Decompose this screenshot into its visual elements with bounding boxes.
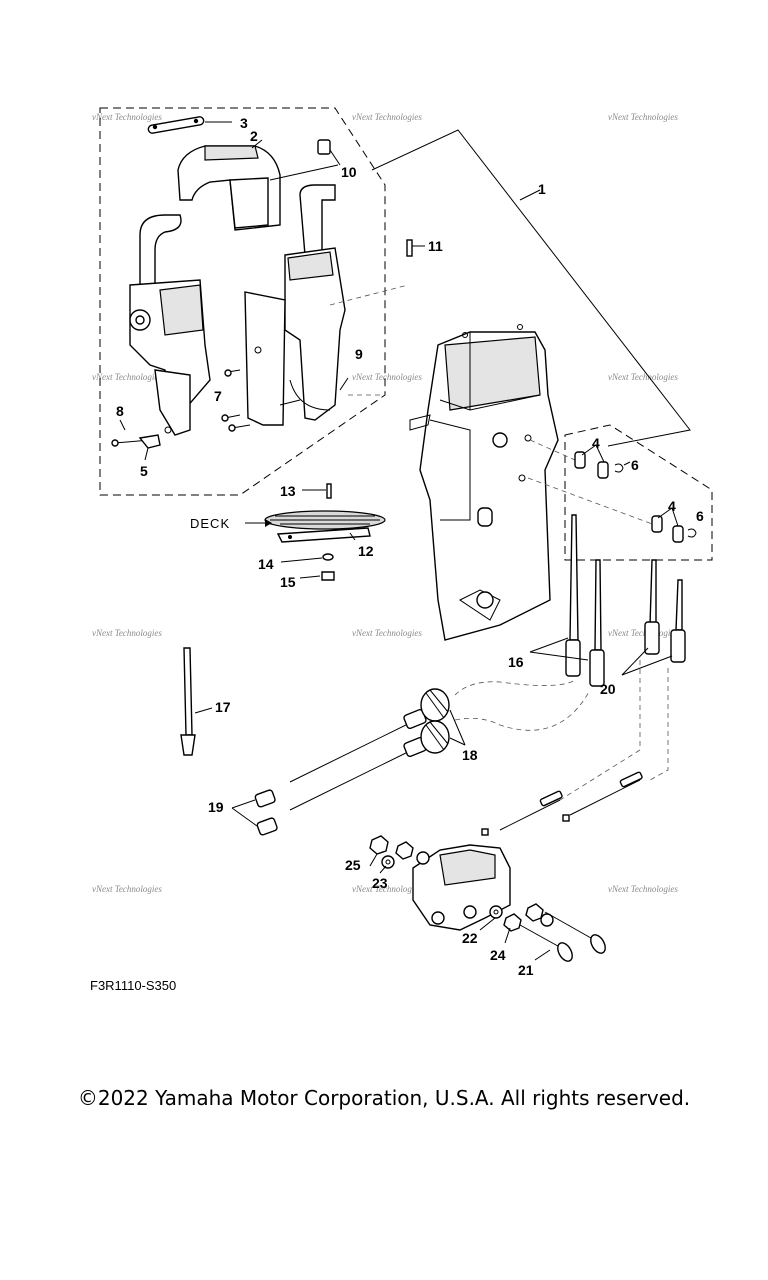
callout-21: 21 <box>518 962 534 978</box>
watermark-layer: vNext Technologies vNext Technologies vN… <box>92 112 678 894</box>
callout-labels: 1 2 3 4 4 5 6 6 7 8 9 10 11 12 13 14 15 … <box>116 115 704 978</box>
cable-ends-20 <box>621 559 686 676</box>
cable-ends-16 <box>529 514 605 687</box>
watermark: vNext Technologies <box>608 112 678 122</box>
callout-8: 8 <box>116 403 124 419</box>
watermark: vNext Technologies <box>608 372 678 382</box>
watermark: vNext Technologies <box>92 884 162 894</box>
callout-5: 5 <box>140 463 148 479</box>
push-pull-cables <box>289 688 643 836</box>
deck-label: DECK <box>190 516 230 531</box>
callout-16: 16 <box>508 654 524 670</box>
callout-13: 13 <box>280 483 296 499</box>
mount-bracket-assembly <box>369 835 606 962</box>
diagram-code: F3R1110-S350 <box>90 978 176 993</box>
callout-18: 18 <box>462 747 478 763</box>
deck-mount-parts <box>245 483 386 581</box>
callout-9: 9 <box>355 346 363 362</box>
sleeve-parts <box>231 789 278 836</box>
callout-6: 6 <box>696 508 704 524</box>
group-outline-control <box>99 107 386 496</box>
callout-6: 6 <box>631 457 639 473</box>
watermark: vNext Technologies <box>352 372 422 382</box>
callout-7: 7 <box>214 388 222 404</box>
callout-14: 14 <box>258 556 274 572</box>
watermark: vNext Technologies <box>92 628 162 638</box>
callout-4: 4 <box>592 435 600 451</box>
callout-3: 3 <box>240 115 248 131</box>
watermark: vNext Technologies <box>352 628 422 638</box>
callout-15: 15 <box>280 574 296 590</box>
binnacle-housing <box>409 324 559 641</box>
screw-parts <box>111 369 251 461</box>
callout-4: 4 <box>668 498 676 514</box>
callout-19: 19 <box>208 799 224 815</box>
watermark: vNext Technologies <box>608 884 678 894</box>
callout-20: 20 <box>600 681 616 697</box>
callout-23: 23 <box>372 875 388 891</box>
cover-part <box>177 139 281 231</box>
cap-part <box>269 139 341 181</box>
callout-24: 24 <box>490 947 506 963</box>
watermark: vNext Technologies <box>92 372 162 382</box>
callout-22: 22 <box>462 930 478 946</box>
pin-part <box>406 239 425 257</box>
watermark: vNext Technologies <box>608 628 678 638</box>
callout-11: 11 <box>428 238 443 254</box>
callout-12: 12 <box>358 543 374 559</box>
watermark: vNext Technologies <box>92 112 162 122</box>
callout-2: 2 <box>250 128 258 144</box>
callout-25: 25 <box>345 857 361 873</box>
right-lever-housing <box>244 184 346 426</box>
rod-end-parts <box>574 444 697 543</box>
left-lever-housing <box>129 214 211 436</box>
leader-1 <box>371 129 691 447</box>
watermark: vNext Technologies <box>352 112 422 122</box>
callout-10: 10 <box>341 164 357 180</box>
copyright-notice: ©2022 Yamaha Motor Corporation, U.S.A. A… <box>77 1086 691 1110</box>
callout-17: 17 <box>215 699 231 715</box>
cable-tie-part <box>180 647 213 756</box>
bracket-part <box>147 116 232 134</box>
group-outline-rod-ends <box>564 424 713 561</box>
watermark: vNext Technologies <box>352 884 422 894</box>
callout-1: 1 <box>538 181 546 197</box>
